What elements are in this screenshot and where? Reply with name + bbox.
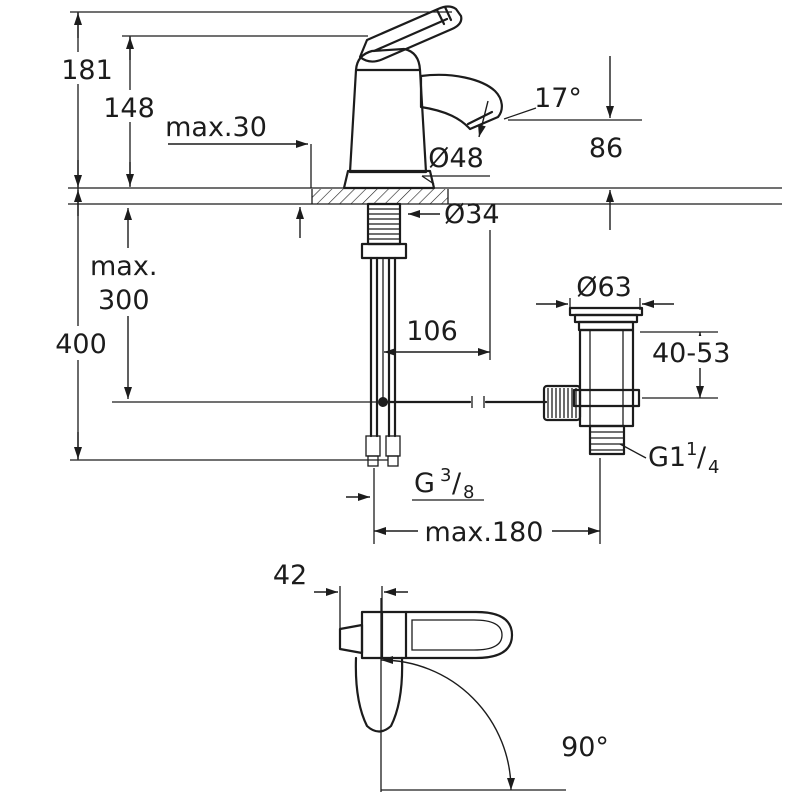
mounting-deck bbox=[68, 187, 782, 205]
dim-max-projection-180: max.180 bbox=[373, 458, 601, 548]
faucet-base bbox=[342, 169, 436, 190]
supply-thread-base-label: G bbox=[414, 468, 435, 499]
max-projection-label: max.180 bbox=[425, 517, 544, 548]
dim-supply-thread-g-3-8: G 3 / 8 bbox=[346, 465, 484, 503]
dim-total-height-181: 181 bbox=[58, 11, 452, 460]
dim-clamping-range-40-53: 40-53 bbox=[640, 331, 738, 399]
dim-spout-height-148: 148 bbox=[100, 35, 368, 187]
total-height-label: 181 bbox=[61, 55, 113, 86]
waste-flange-diameter-label: Ø63 bbox=[576, 272, 632, 303]
waste-tailpiece bbox=[588, 424, 626, 456]
below-deck-height-label: 400 bbox=[55, 329, 107, 360]
lever-width-label: 42 bbox=[273, 560, 307, 591]
spout-height-label: 148 bbox=[103, 93, 155, 124]
hose-max-word-label: max. bbox=[90, 251, 157, 282]
threaded-shank bbox=[360, 202, 408, 260]
dim-hole-diameter-34: Ø34 bbox=[408, 199, 500, 360]
lever-top-inner-outline bbox=[411, 619, 503, 651]
dim-base-diameter-48: Ø48 bbox=[421, 143, 490, 185]
hose-max-value-label: 300 bbox=[98, 285, 150, 316]
pop-up-waste-assembly bbox=[542, 306, 644, 456]
waste-body bbox=[578, 328, 635, 428]
waste-thread-base-label: G1 bbox=[648, 442, 686, 473]
dim-swivel-angle-90: 90° bbox=[380, 598, 609, 792]
faucet-side-view bbox=[342, 5, 503, 190]
outlet-height-label: 86 bbox=[589, 133, 623, 164]
supply-thread-sup-label: 3 bbox=[440, 465, 451, 486]
clamping-nut bbox=[572, 388, 641, 408]
cartridge-cap bbox=[354, 47, 422, 72]
lever-top-outline bbox=[360, 610, 514, 660]
base-diameter-label: Ø48 bbox=[428, 143, 484, 174]
dim-max-deck-thickness-30: max.30 bbox=[165, 112, 312, 238]
faucet-body bbox=[348, 68, 428, 174]
dim-rod-offset-106: 106 bbox=[384, 316, 490, 356]
spout bbox=[419, 73, 503, 131]
rod-knob bbox=[542, 384, 582, 422]
dim-waste-thread-g1-1-4: G1 1 / 4 bbox=[619, 439, 719, 478]
lever-tab-top bbox=[338, 623, 364, 655]
hole-diameter-label: Ø34 bbox=[444, 199, 500, 230]
waste-thread-sup-label: 1 bbox=[686, 439, 697, 460]
faucet-top-view bbox=[338, 610, 514, 733]
dim-outlet-height-86: 86 bbox=[508, 56, 642, 230]
waste-thread-sub-label: 4 bbox=[708, 457, 719, 478]
waste-thread-slash-label: / bbox=[697, 442, 707, 473]
shank-threads bbox=[368, 208, 400, 240]
max-deck-thickness-label: max.30 bbox=[165, 112, 267, 143]
rod-ball-joint bbox=[378, 397, 388, 407]
supply-hoses bbox=[365, 256, 401, 467]
mounting-nut bbox=[360, 242, 408, 260]
spout-angle-label: 17° bbox=[534, 83, 582, 114]
rod-offset-label: 106 bbox=[406, 316, 458, 347]
swivel-arc bbox=[380, 656, 515, 791]
hose-connector-left bbox=[365, 435, 381, 457]
dim-hose-length-max-300: max. 300 bbox=[84, 208, 158, 399]
dim-lever-width-42: 42 bbox=[273, 560, 408, 630]
supply-thread-sub-label: 8 bbox=[463, 482, 474, 503]
pop-up-rod bbox=[112, 258, 548, 408]
deck-section-hatch bbox=[312, 189, 448, 204]
tailpiece-threads bbox=[590, 431, 624, 451]
knob-knurling bbox=[547, 388, 577, 418]
water-stream-arrow bbox=[478, 100, 489, 138]
dim-waste-flange-63: Ø63 bbox=[536, 272, 674, 310]
swivel-angle-label: 90° bbox=[561, 732, 609, 763]
dimensions: 181 148 max.30 17° 86 bbox=[52, 11, 738, 792]
angle-leader-line bbox=[503, 107, 537, 120]
body-cone-top-view bbox=[354, 656, 404, 733]
supply-thread-slash-label: / bbox=[452, 468, 462, 499]
dim-below-deck-400: 400 bbox=[52, 190, 388, 461]
hose-connector-right bbox=[385, 435, 401, 457]
lever-inner-line bbox=[372, 17, 449, 53]
clamping-range-label: 40-53 bbox=[652, 338, 730, 369]
aerator-line bbox=[466, 110, 494, 126]
dim-spout-angle-17: 17° bbox=[503, 83, 582, 120]
